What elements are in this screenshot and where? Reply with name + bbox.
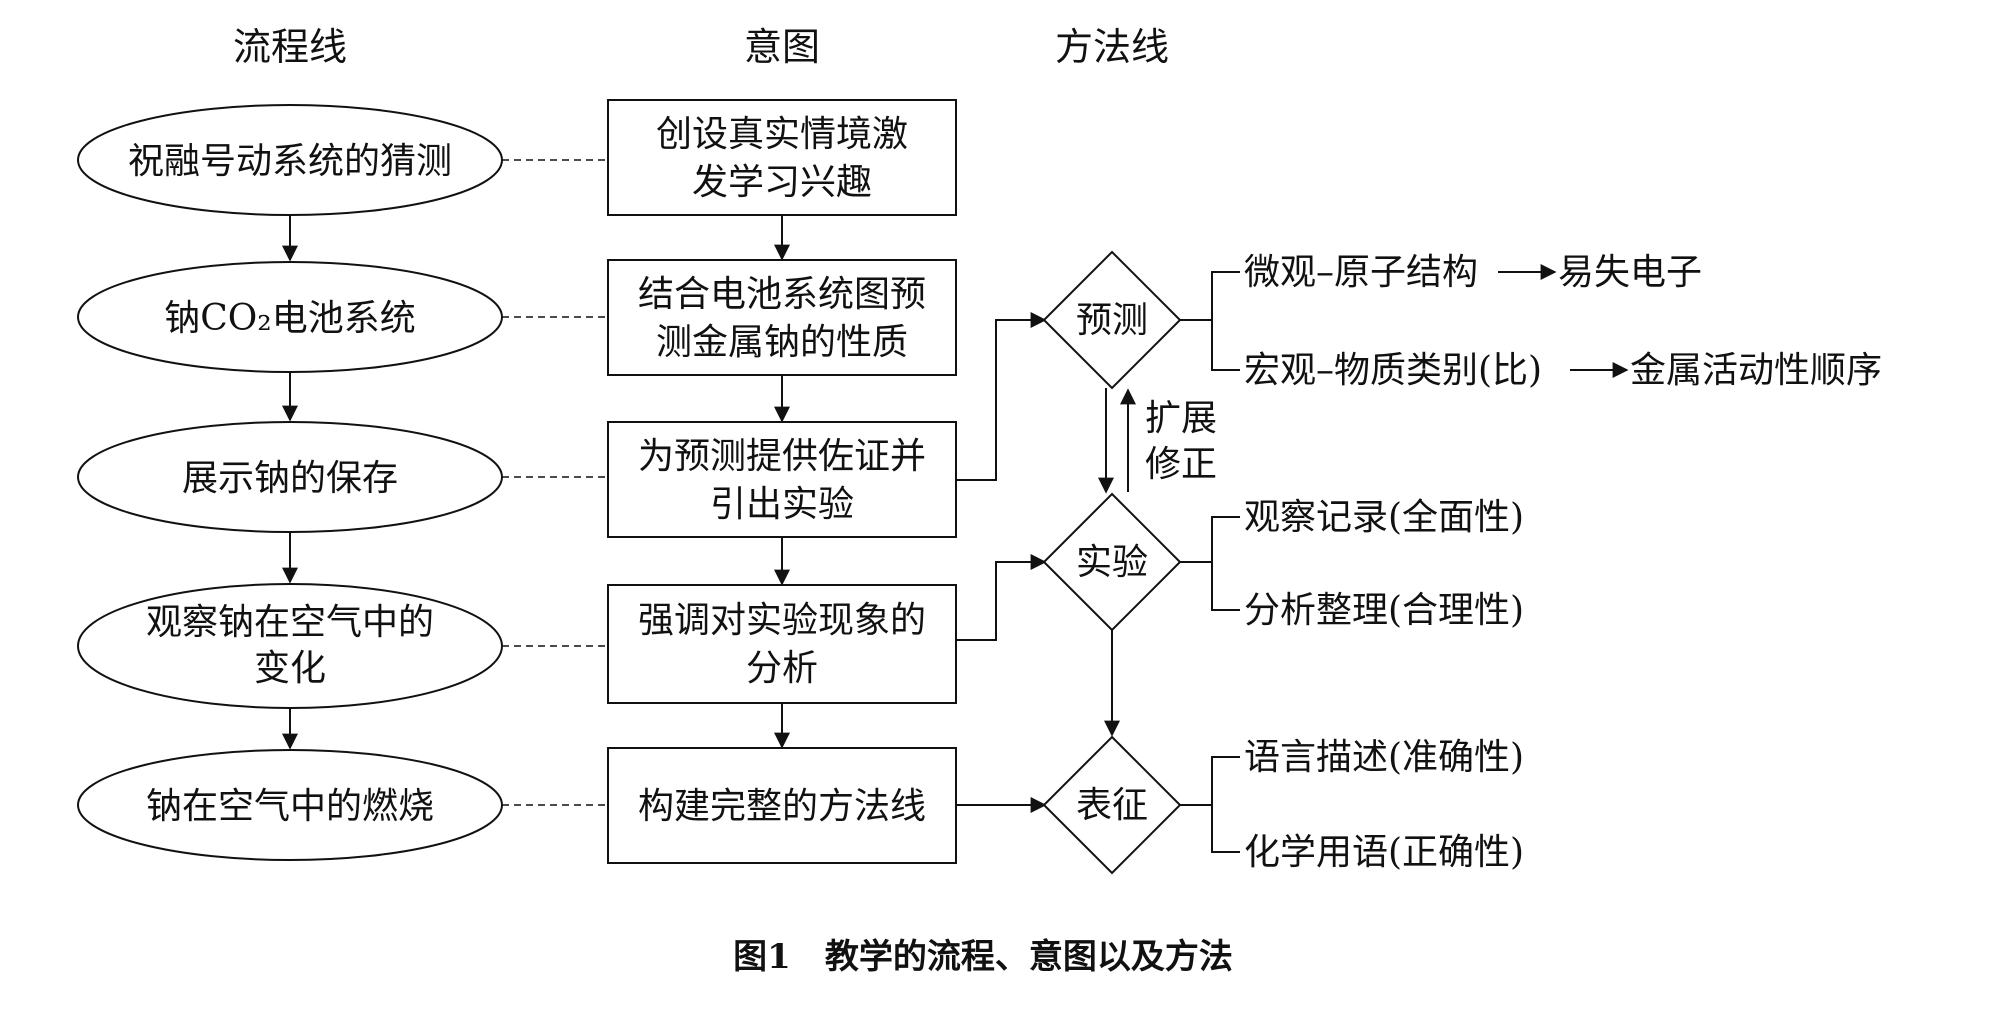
- intent-box-5-text: 构建完整的方法线: [638, 786, 926, 827]
- feedback-label-line2: 修正: [1145, 444, 1217, 485]
- process-node-3: 展示钠的保存: [77, 421, 503, 533]
- process-node-3-text: 展示钠的保存: [182, 458, 398, 499]
- branch-language-description: 语言描述(准确性): [1244, 737, 1524, 778]
- intent-box-4-line1: 强调对实验现象的: [638, 600, 926, 641]
- process-node-4-text-line1: 观察钠在空气中的: [146, 602, 434, 643]
- branch-observe-record: 观察记录(全面性): [1244, 497, 1524, 538]
- method-line-header: 方法线: [1055, 25, 1169, 69]
- process-node-5-text: 钠在空气中的燃烧: [146, 786, 434, 827]
- intent-box-4: 强调对实验现象的 分析: [607, 584, 957, 704]
- process-node-1-text: 祝融号动系统的猜测: [128, 141, 452, 182]
- branch-macro-result: 金属活动性顺序: [1630, 350, 1882, 391]
- branch-analyze-organize: 分析整理(合理性): [1244, 590, 1524, 631]
- experiment-branch-bracket-vertical: [1211, 516, 1240, 611]
- intent-box-1: 创设真实情境激 发学习兴趣: [607, 99, 957, 216]
- method-node-represent: 表征: [1042, 735, 1182, 875]
- intent3-to-predict-arrow: [956, 312, 1047, 481]
- intent-box-2-line2: 测金属钠的性质: [656, 322, 908, 363]
- intent-box-3: 为预测提供佐证并 引出实验: [607, 421, 957, 538]
- intent-box-2-line1: 结合电池系统图预: [638, 274, 926, 315]
- method-node-experiment: 实验: [1042, 492, 1182, 632]
- feedback-label-line1: 扩展: [1145, 398, 1217, 439]
- process-node-2: 钠CO₂电池系统: [77, 261, 503, 373]
- process-node-4-text-line2: 变化: [254, 648, 326, 689]
- predict-branch-bracket-vertical: [1211, 271, 1240, 371]
- intent-box-5: 构建完整的方法线: [607, 747, 957, 864]
- represent-branch-bracket-vertical: [1211, 756, 1240, 853]
- intent-box-3-line1: 为预测提供佐证并: [638, 436, 926, 477]
- intent-box-4-line2: 分析: [746, 648, 818, 689]
- intent-box-2: 结合电池系统图预 测金属钠的性质: [607, 259, 957, 376]
- intent-box-1-line1: 创设真实情境激: [656, 114, 908, 155]
- process-node-4: 观察钠在空气中的 变化: [77, 583, 503, 709]
- process-node-1: 祝融号动系统的猜测: [77, 104, 503, 216]
- intent-header: 意图: [744, 25, 820, 69]
- method-node-predict: 预测: [1042, 250, 1182, 390]
- method-node-predict-label: 预测: [1076, 300, 1148, 341]
- method-node-represent-label: 表征: [1076, 785, 1148, 826]
- process-node-5: 钠在空气中的燃烧: [77, 749, 503, 861]
- intent-box-3-line2: 引出实验: [710, 484, 854, 525]
- process-node-2-text: 钠CO₂电池系统: [164, 298, 416, 339]
- process-line-header: 流程线: [233, 25, 347, 69]
- method-node-experiment-label: 实验: [1076, 542, 1148, 583]
- branch-chemical-terms: 化学用语(正确性): [1244, 832, 1524, 873]
- intent4-to-experiment-arrow: [956, 554, 1047, 641]
- intent-box-1-line2: 发学习兴趣: [692, 162, 872, 203]
- branch-macro-category: 宏观–物质类别(比): [1244, 350, 1542, 391]
- branch-micro-result: 易失电子: [1558, 252, 1702, 293]
- branch-micro-structure: 微观–原子结构: [1244, 252, 1478, 293]
- figure-caption: 图1 教学的流程、意图以及方法: [733, 937, 1233, 977]
